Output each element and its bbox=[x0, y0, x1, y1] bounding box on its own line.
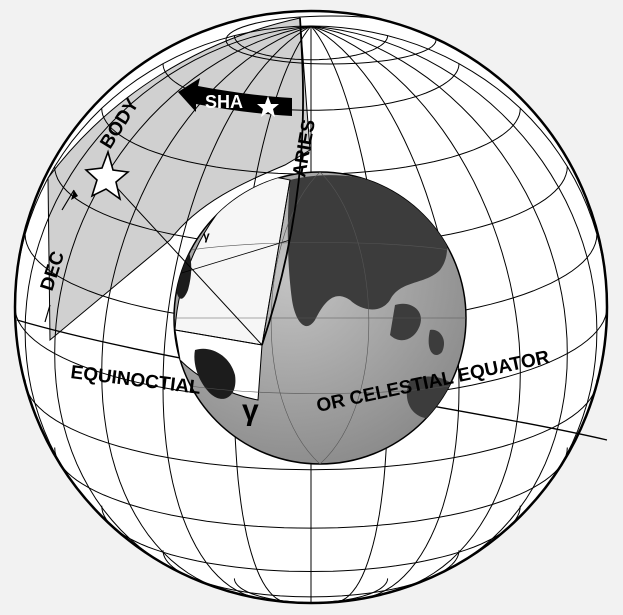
sha-label: SHA bbox=[205, 92, 243, 112]
aries-small-symbol: γ bbox=[203, 229, 210, 243]
aries-symbol: γ bbox=[242, 394, 259, 427]
earth-globe bbox=[174, 172, 466, 464]
